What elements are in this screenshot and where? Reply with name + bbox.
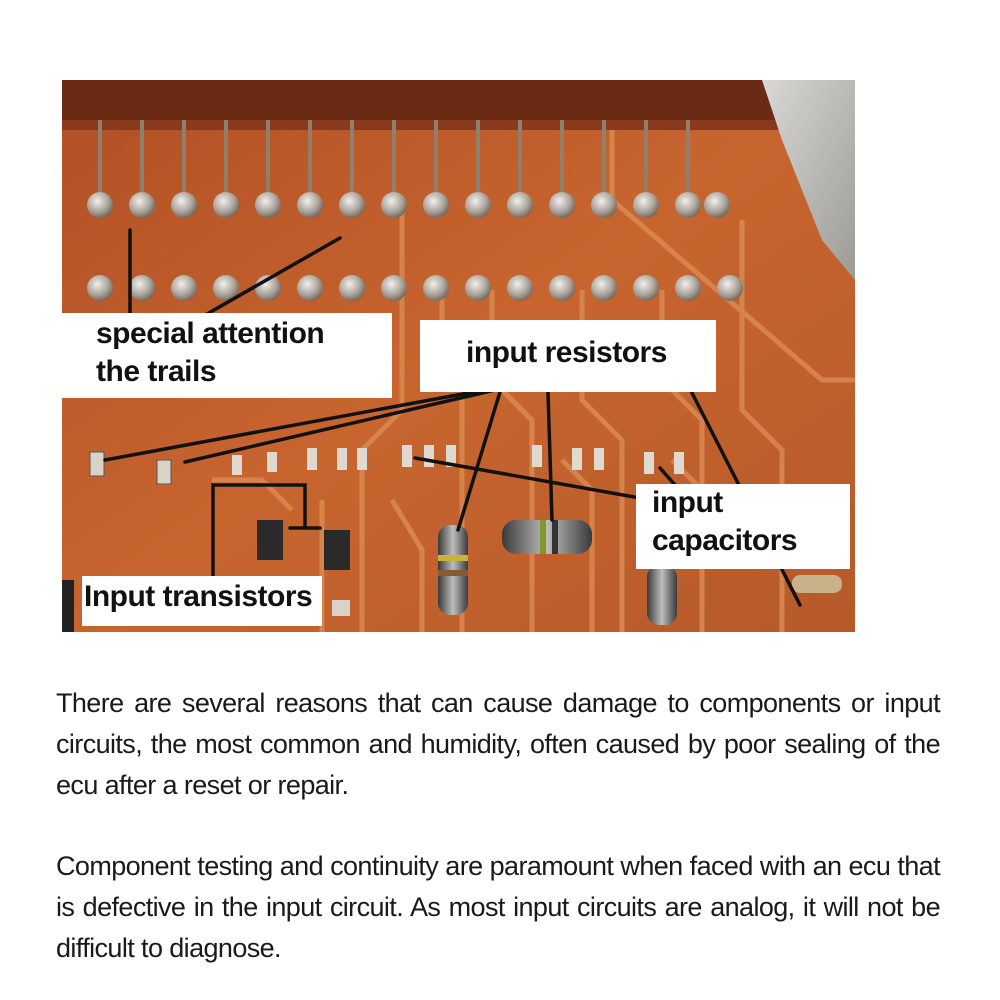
pcb-left-edge [62, 580, 74, 632]
paragraph-1: There are several reasons that can cause… [56, 688, 941, 800]
label-capacitors-line-2: capacitors [652, 524, 798, 557]
label-input-transistors: Input transistors [82, 576, 322, 626]
label-capacitors-line-1: input [652, 486, 723, 519]
label-input-resistors: input resistors [420, 320, 716, 392]
connector-pins [98, 120, 690, 200]
pcb-edge-shadow [62, 120, 782, 130]
label-input-capacitors: input capacitors [636, 484, 850, 569]
label-trails-line-2: the trails [96, 355, 217, 388]
body-text: There are several reasons that can cause… [56, 683, 941, 969]
label-trails-line-1: special attention [96, 317, 325, 350]
solder-pads-row-1 [87, 192, 730, 218]
label-transistors-text: Input transistors [84, 580, 313, 613]
metal-housing [762, 80, 855, 280]
label-resistors-text: input resistors [466, 336, 667, 369]
pcb-top-edge [62, 80, 855, 120]
paragraph-2: Component testing and continuity are par… [56, 851, 941, 963]
label-special-attention-trails: special attention the trails [62, 313, 392, 398]
axial-resistors [438, 520, 842, 625]
